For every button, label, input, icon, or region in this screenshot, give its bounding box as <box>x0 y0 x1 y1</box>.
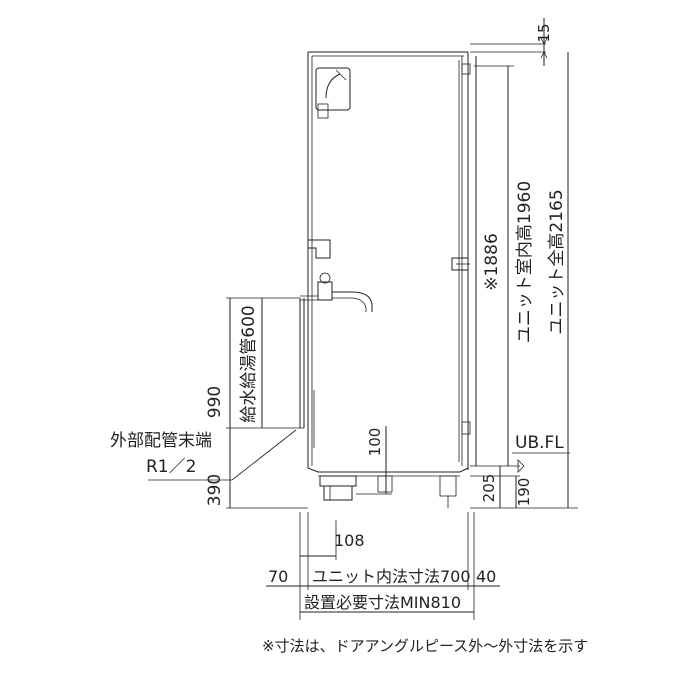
left-dimensions <box>148 297 308 509</box>
label-990: 990 <box>205 386 225 418</box>
label-205: 205 <box>480 474 498 503</box>
label-40: 40 <box>476 567 496 586</box>
bottom-dimensions <box>266 512 500 620</box>
label-room-inner-height: ユニット室内高1960 <box>515 181 535 343</box>
label-190: 190 <box>515 478 533 507</box>
label-pipe-end-size: R1／2 <box>146 457 196 477</box>
door-handle-icon <box>451 257 470 271</box>
drain-trap-icon <box>319 475 457 508</box>
label-pipe-end: 外部配管末端 <box>110 431 212 451</box>
label-door-height: ※1886 <box>482 233 502 291</box>
faucet-icon <box>300 272 373 312</box>
footnote: ※寸法は、ドアアングルピース外～外寸法を示す <box>262 637 588 655</box>
label-70: 70 <box>268 567 288 586</box>
label-supply-pipe-600: 給水給湯管600 <box>239 305 259 422</box>
label-100: 100 <box>366 428 384 457</box>
label-top-gap: 15 <box>535 23 553 42</box>
supply-pipe <box>299 298 315 448</box>
unit-body <box>307 51 469 477</box>
label-ubfl: UB.FL <box>515 433 564 453</box>
label-unit-inner-width: ユニット内法寸法700 <box>312 567 471 586</box>
right-dimensions <box>470 18 578 509</box>
shelf-icon <box>308 239 331 259</box>
shower-head-icon <box>315 67 351 119</box>
label-390: 390 <box>205 474 225 506</box>
drain-dimension <box>356 426 392 495</box>
door-hinge-icon <box>461 63 471 435</box>
label-overall-height: ユニット全高2165 <box>547 189 567 334</box>
label-108: 108 <box>334 531 365 550</box>
label-install-min: 設置必要寸法MIN810 <box>304 593 461 612</box>
